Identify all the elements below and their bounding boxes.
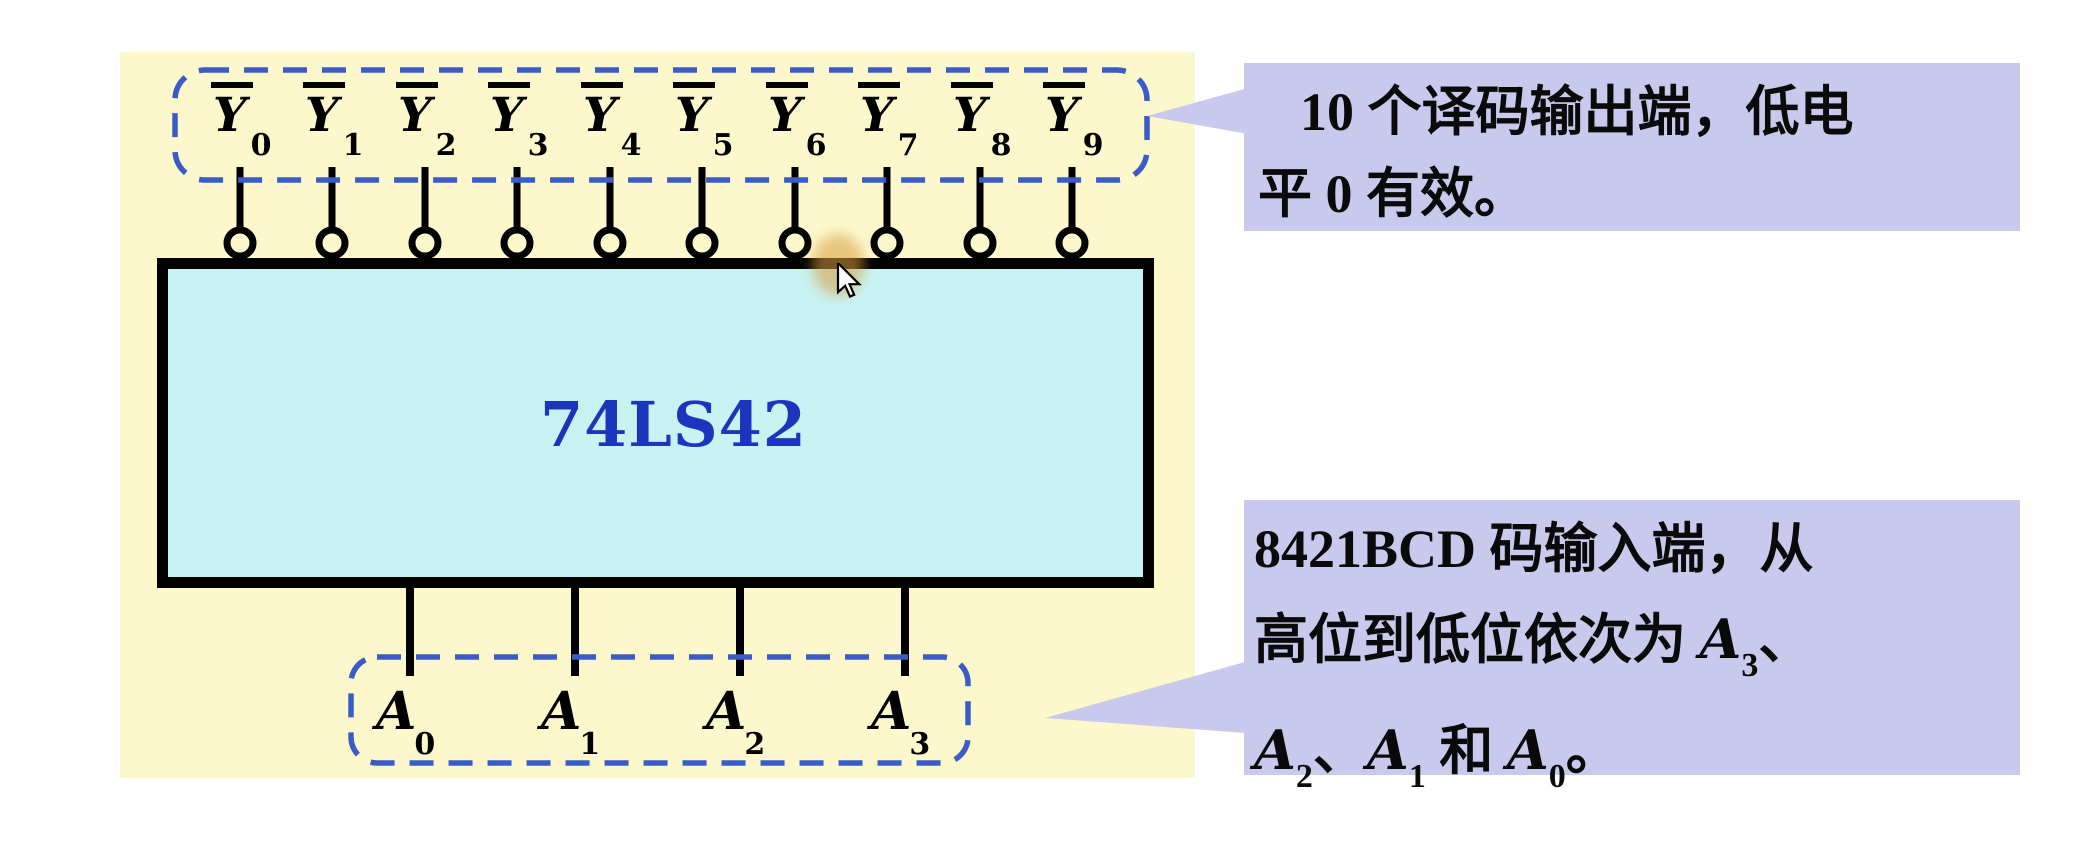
output-pin-y5 — [685, 167, 719, 260]
overline: Y — [581, 82, 623, 139]
callout-outputs-line1: 10 个译码输出端，低电 — [1300, 82, 1854, 142]
overline: Y — [673, 82, 715, 139]
output-label-y0: Y0 — [211, 82, 273, 161]
overline: Y — [488, 82, 530, 139]
callout-outputs-note: 10 个译码输出端，低电 平 0 有效。 — [1244, 63, 2020, 231]
output-pin-y7 — [870, 167, 904, 260]
input-label-a0: A0 — [376, 681, 436, 763]
mouse-pointer-icon — [836, 263, 862, 299]
output-label-y5: Y5 — [673, 82, 735, 161]
inputs-group-outline — [348, 654, 971, 766]
callout-outputs-line2: 平 0 有效。 — [1258, 164, 1528, 224]
inversion-bubble — [500, 226, 534, 260]
inversion-bubble — [408, 226, 442, 260]
inversion-bubble — [963, 226, 997, 260]
overline: Y — [1043, 82, 1085, 139]
output-pins — [223, 167, 1089, 260]
output-label-y6: Y6 — [766, 82, 828, 161]
output-label-y7: Y7 — [858, 82, 920, 161]
callout-inputs-line2: 高位到低位依次为 A3、 — [1254, 607, 1813, 684]
output-pin-y2 — [408, 167, 442, 260]
input-label-a3: A3 — [871, 681, 931, 763]
output-pin-y0 — [223, 167, 257, 260]
inversion-bubble — [870, 226, 904, 260]
callout-inputs-note: 8421BCD 码输入端，从 高位到低位依次为 A3、 A2、A1 和 A0。 — [1244, 500, 2020, 795]
inversion-bubble — [223, 226, 257, 260]
inversion-bubble — [685, 226, 719, 260]
output-label-y2: Y2 — [396, 82, 458, 161]
output-label-y9: Y9 — [1043, 82, 1105, 161]
input-label-a1: A1 — [541, 681, 601, 763]
callout-inputs-line3: A2、A1 和 A0。 — [1254, 717, 1620, 795]
outputs-group-outline — [172, 67, 1150, 183]
overline: Y — [858, 82, 900, 139]
output-label-y4: Y4 — [581, 82, 643, 161]
output-label-y1: Y1 — [303, 82, 365, 161]
input-label-a2: A2 — [706, 681, 766, 763]
overline: Y — [303, 82, 345, 139]
overline: Y — [766, 82, 808, 139]
chip-name-label: 74LS42 — [540, 388, 807, 461]
callout-inputs-line1: 8421BCD 码输入端，从 — [1254, 519, 1814, 579]
output-label-y3: Y3 — [488, 82, 550, 161]
callout-pointer-inputs — [1045, 662, 1245, 733]
input-pins — [406, 586, 909, 676]
output-label-y8: Y8 — [951, 82, 1013, 161]
inversion-bubble — [593, 226, 627, 260]
inversion-bubble — [315, 226, 349, 260]
overline: Y — [211, 82, 253, 139]
inversion-bubble — [1055, 226, 1089, 260]
inversion-bubble — [778, 226, 812, 260]
chip-body — [157, 258, 1154, 588]
overline: Y — [951, 82, 993, 139]
overline: Y — [396, 82, 438, 139]
callout-pointer-outputs — [1147, 88, 1248, 134]
